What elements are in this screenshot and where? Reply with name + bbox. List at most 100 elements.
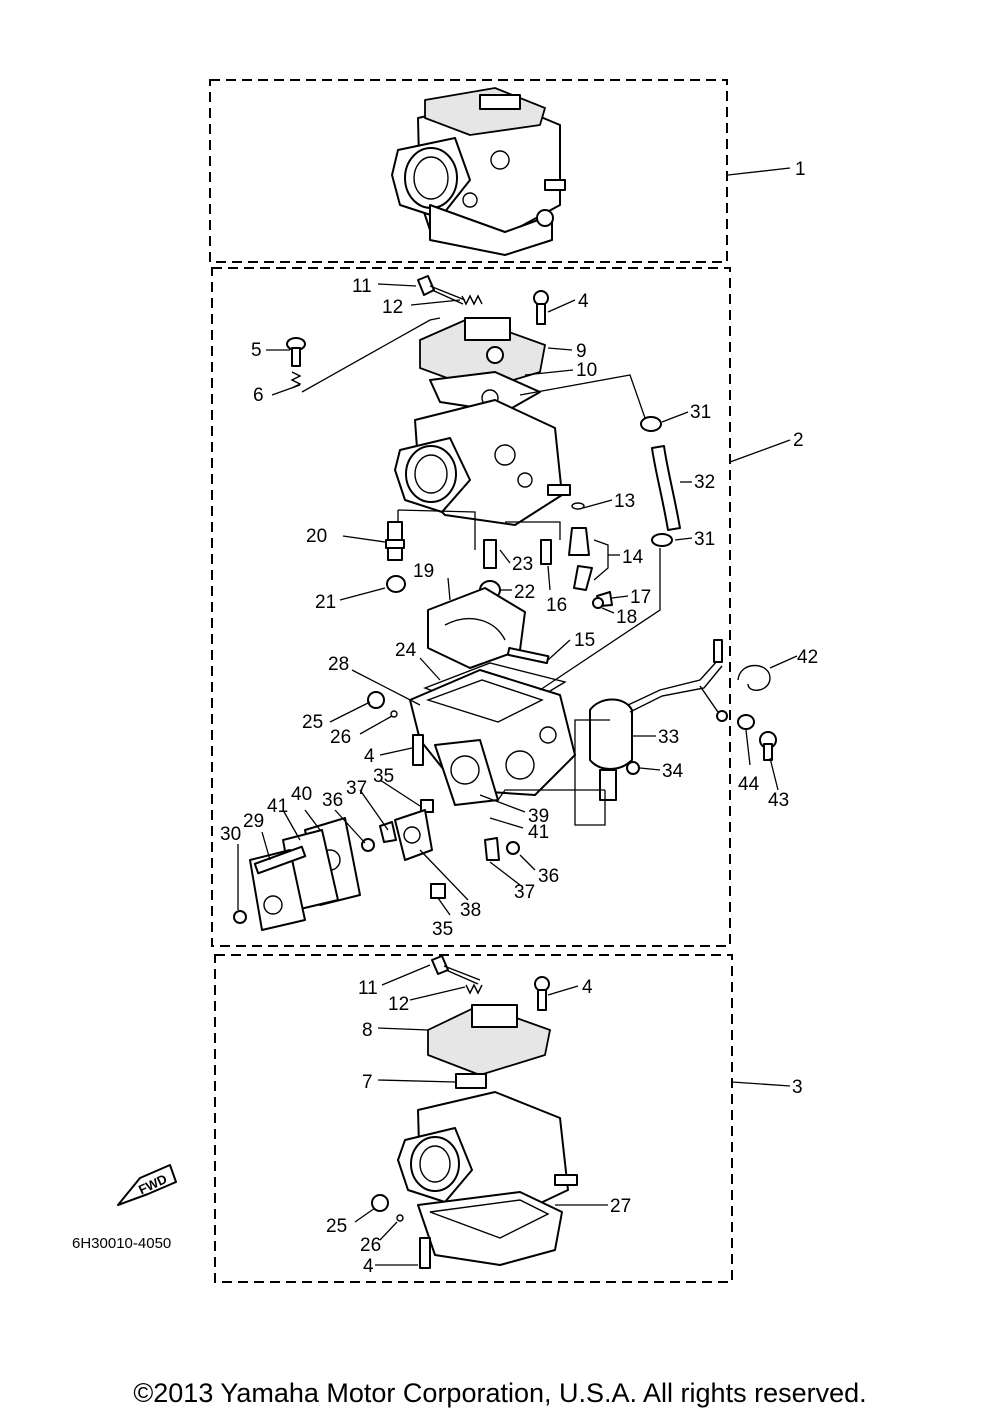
callout-40: 40: [291, 784, 312, 805]
callout-12b: 12: [388, 994, 409, 1015]
callout-41b: 41: [528, 822, 549, 843]
callout-21: 21: [315, 592, 336, 613]
callout-8: 8: [362, 1020, 373, 1041]
callout-15: 15: [574, 630, 595, 651]
callout-6: 6: [253, 385, 264, 406]
part-28-float-chamber: [409, 669, 576, 796]
part-37-clip: [379, 821, 500, 861]
carburetor-assembly-1: [391, 87, 566, 256]
callout-10: 10: [576, 360, 597, 381]
callout-32: 32: [694, 472, 715, 493]
diagram-code: 6H30010-4050: [72, 1235, 171, 1252]
part-4-screw-mid: [412, 734, 424, 766]
callout-41a: 41: [267, 796, 288, 817]
callout-39: 39: [528, 806, 549, 827]
part-23-jet: [483, 539, 497, 569]
part-12-spring-3: [465, 983, 483, 995]
callout-44: 44: [738, 774, 760, 795]
callout-26a: 26: [330, 727, 351, 748]
copyright-notice: ©2013 Yamaha Motor Corporation, U.S.A. A…: [133, 1378, 867, 1408]
carburetor-body-3: [397, 1091, 578, 1216]
part-13-o-ring: [571, 502, 585, 510]
callout-35b: 35: [432, 919, 453, 940]
carburetor-body-2: [394, 399, 571, 526]
callout-25b: 25: [326, 1216, 347, 1237]
part-12-spring: [461, 294, 483, 306]
callouts: 1 2 3 4 4 4 4 5 6 7 8 9 10 11 11 12 12 1…: [220, 159, 818, 1277]
part-26-o-ring-3: [396, 1214, 404, 1222]
callout-11a: 11: [352, 276, 372, 297]
callout-12a: 12: [382, 297, 403, 318]
callout-30: 30: [220, 824, 241, 845]
part-38-diaphragm: [394, 809, 433, 861]
callout-22: 22: [514, 582, 535, 603]
fwd-label: FWD: [136, 1171, 169, 1197]
callout-20: 20: [306, 526, 327, 547]
callout-11b: 11: [358, 978, 378, 999]
part-20-pilot-jet: [385, 521, 405, 561]
callout-5: 5: [251, 340, 262, 361]
callout-37a: 37: [346, 778, 367, 799]
callout-4a: 4: [578, 291, 589, 312]
callout-38: 38: [460, 900, 481, 921]
callout-16: 16: [546, 595, 567, 616]
leader-lines: [237, 167, 798, 1266]
callout-7: 7: [362, 1072, 373, 1093]
part-5-screw: [286, 337, 306, 367]
part-31-clip-top: [640, 416, 662, 432]
callout-43: 43: [768, 790, 789, 811]
callout-33: 33: [658, 727, 679, 748]
part-33-solenoid: [589, 639, 728, 801]
part-11-screw: [417, 275, 466, 305]
part-14-needle-valve: [568, 527, 593, 591]
part-25-screw: [367, 691, 385, 709]
part-30-screw: [233, 910, 247, 924]
part-44-washer: [737, 714, 755, 730]
part-34-screw: [626, 761, 640, 775]
callout-31a: 31: [690, 402, 711, 423]
group-box-2: [211, 267, 731, 947]
callout-4c: 4: [582, 977, 593, 998]
part-4-screw-top: [533, 290, 549, 325]
part-8-top-cover: [427, 1004, 551, 1076]
callout-23: 23: [512, 554, 533, 575]
part-15-pin: [506, 646, 550, 665]
callout-36b: 36: [538, 866, 559, 887]
part-9-top-cover: [419, 317, 546, 391]
part-36-screw: [361, 838, 520, 855]
part-29-fuel-pump-cover: [249, 845, 307, 931]
callout-28: 28: [328, 654, 349, 675]
callout-35a: 35: [373, 766, 394, 787]
part-25-screw-3: [371, 1194, 389, 1212]
part-4-screw-bottom: [419, 1237, 431, 1269]
part-16-screw: [540, 539, 552, 565]
callout-29: 29: [243, 811, 264, 832]
part-42-clamp: [737, 664, 771, 691]
part-21-main-jet: [386, 575, 406, 593]
callout-2: 2: [793, 430, 804, 451]
group-box-1: [209, 79, 728, 263]
part-26-o-ring: [390, 710, 398, 718]
callout-14: 14: [622, 547, 644, 568]
callout-25a: 25: [302, 712, 323, 733]
callout-31b: 31: [694, 529, 715, 550]
group-box-3: [214, 954, 733, 1283]
callout-1: 1: [795, 159, 806, 180]
callout-17: 17: [630, 587, 651, 608]
part-4-screw-3: [534, 976, 550, 1011]
callout-9: 9: [576, 341, 587, 362]
callout-24: 24: [395, 640, 417, 661]
callout-36a: 36: [322, 790, 343, 811]
callout-4b: 4: [364, 746, 375, 767]
callout-27: 27: [610, 1196, 631, 1217]
part-43-bolt: [759, 731, 777, 761]
callout-19: 19: [413, 561, 434, 582]
fwd-arrow-icon: FWD: [117, 1164, 177, 1206]
callout-18: 18: [616, 607, 637, 628]
callout-26b: 26: [360, 1235, 381, 1256]
part-11-screw-3: [431, 955, 481, 985]
part-27-float-chamber: [417, 1191, 563, 1266]
callout-34: 34: [662, 761, 684, 782]
callout-3: 3: [792, 1077, 803, 1098]
